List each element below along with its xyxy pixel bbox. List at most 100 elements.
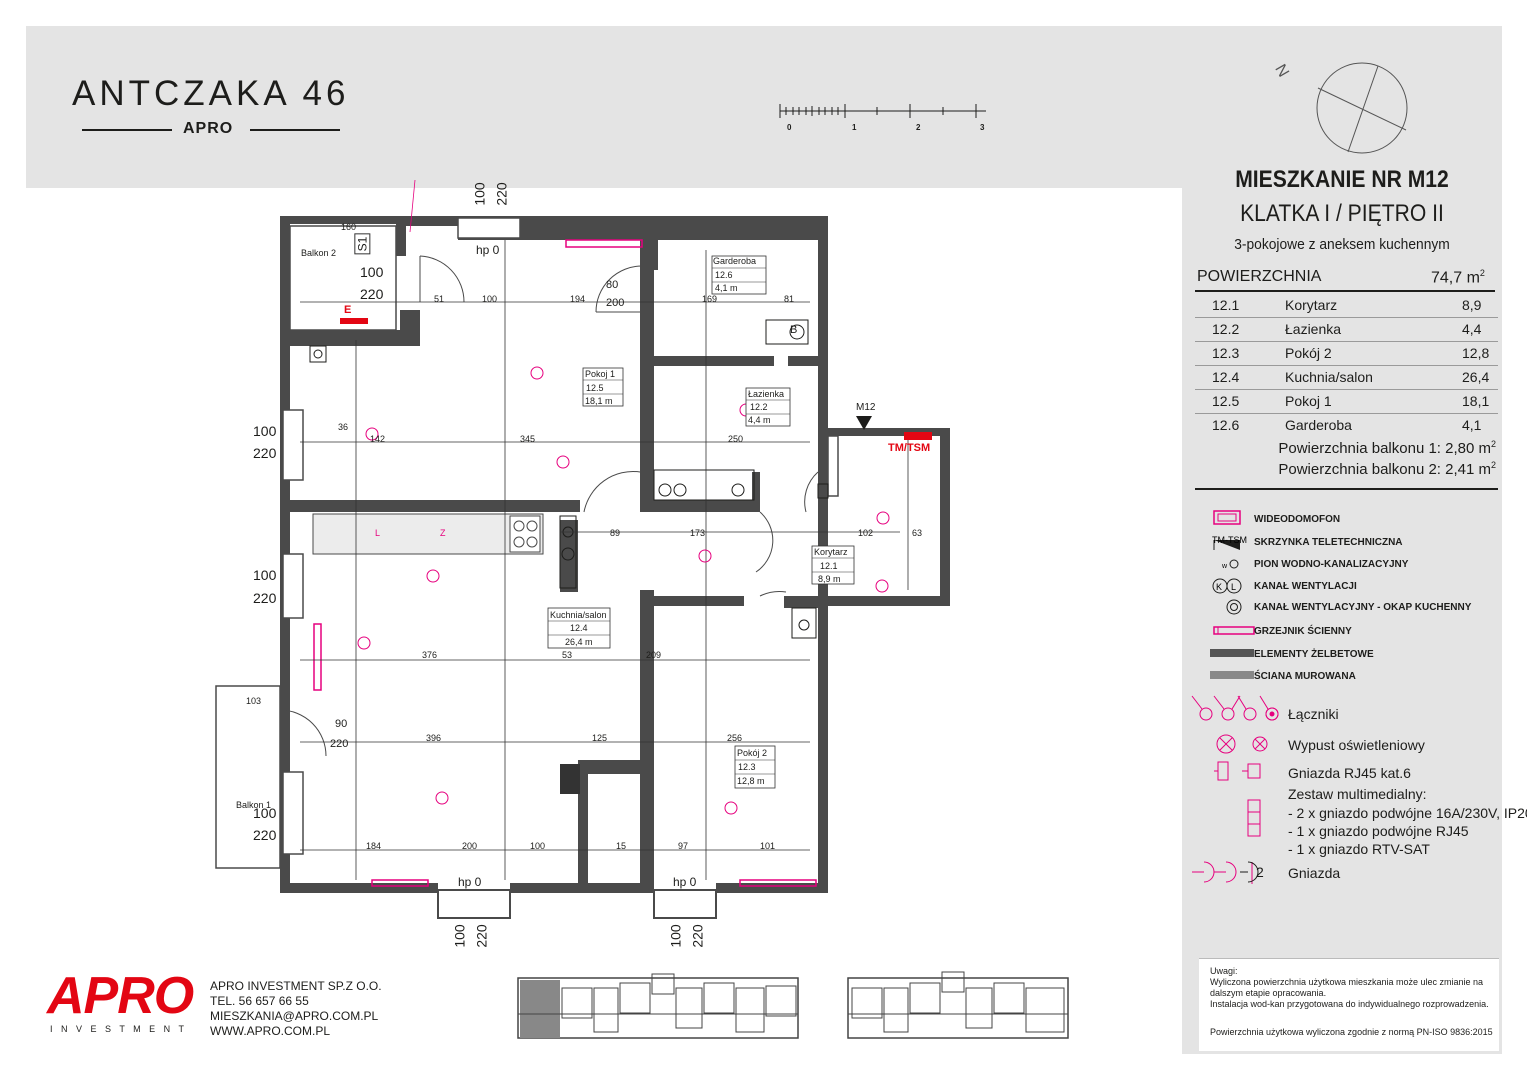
door-height: 100 bbox=[360, 264, 384, 280]
telecom-tag: TM-TSM bbox=[1212, 535, 1247, 545]
panel-divider bbox=[1195, 488, 1498, 490]
door-height: 100 bbox=[253, 423, 277, 439]
company-www: WWW.APRO.COM.PL bbox=[210, 1024, 330, 1038]
hp-label: hp 0 bbox=[673, 875, 697, 889]
dim-label: 15 bbox=[616, 841, 627, 851]
door-height: 220 bbox=[360, 286, 384, 302]
company-tel: TEL. 56 657 66 55 bbox=[210, 994, 309, 1008]
key-plan-left bbox=[517, 973, 799, 1039]
legend-label: WIDEODOMOFON bbox=[1254, 514, 1341, 525]
scale-label-3: 3 bbox=[980, 123, 985, 132]
unit-entry-marker bbox=[856, 416, 872, 430]
area-total-sup: 2 bbox=[1479, 268, 1485, 278]
dim-label: 200 bbox=[606, 297, 625, 309]
brand-rule-right bbox=[250, 129, 340, 131]
side-panel bbox=[1182, 188, 1502, 1054]
dim-label: 100 bbox=[482, 294, 498, 304]
door-swings bbox=[279, 255, 819, 757]
door-height: 100 bbox=[471, 182, 488, 206]
plan-room-area: 4,1 m bbox=[715, 283, 738, 293]
room-name: Łazienka bbox=[1285, 321, 1342, 337]
room-no: 12.5 bbox=[1212, 393, 1240, 409]
room-label-pokoj1 bbox=[582, 367, 624, 407]
hood-vent-icon bbox=[1226, 599, 1242, 615]
stair-tag: S1 bbox=[354, 233, 371, 255]
balcony-label: Balkon 1 bbox=[236, 800, 272, 810]
room-name: Kuchnia/salon bbox=[1285, 369, 1373, 385]
area-total: 74,7 m2 bbox=[1431, 268, 1485, 287]
room-area: 26,4 bbox=[1462, 369, 1490, 385]
room-area: 18,1 bbox=[1462, 393, 1490, 409]
brand-sub: APRO bbox=[183, 120, 234, 137]
scale-label-1: 1 bbox=[852, 123, 857, 132]
area-total-value: 74,7 m bbox=[1431, 269, 1480, 287]
plan-room-area: 4,4 m bbox=[748, 415, 771, 425]
room-label-kuchnia bbox=[547, 607, 611, 649]
legend-label: KANAŁ WENTYLACJI bbox=[1254, 581, 1357, 592]
plan-room-name: Garderoba bbox=[713, 256, 757, 266]
room-no: 12.1 bbox=[1212, 297, 1240, 313]
dim-label: 250 bbox=[728, 434, 744, 444]
door-height: 220 bbox=[253, 827, 277, 843]
plan-room-name: Pokoj 1 bbox=[585, 369, 616, 379]
plan-room-no: 12.3 bbox=[738, 762, 756, 772]
legend-light: Wypust oświetleniowy bbox=[1288, 737, 1425, 753]
scale-bar bbox=[779, 104, 986, 118]
room-label-lazienka bbox=[745, 387, 791, 427]
plan-room-no: 12.1 bbox=[820, 561, 838, 571]
company-logo: APRO bbox=[47, 967, 194, 1025]
room-label-garderoba bbox=[711, 255, 767, 295]
dim-label: 125 bbox=[592, 733, 608, 743]
notes-line: Instalacja wod-kan przygotowana do indyw… bbox=[1210, 999, 1489, 1009]
dim-label: 209 bbox=[646, 650, 662, 660]
dim-label: 103 bbox=[246, 696, 262, 706]
dim-label: 173 bbox=[690, 528, 706, 538]
door-height: 220 bbox=[493, 182, 510, 206]
dim-label: 100 bbox=[530, 841, 546, 851]
rc-element-icon bbox=[1210, 649, 1254, 657]
door-height: 100 bbox=[451, 924, 468, 948]
notes-line: dalszym etapie opracowania. bbox=[1210, 988, 1327, 998]
brand-rule-left bbox=[82, 129, 172, 131]
header-band bbox=[26, 26, 1502, 188]
dim-label: 184 bbox=[366, 841, 382, 851]
scale-label-2: 2 bbox=[916, 123, 921, 132]
notes-title: Uwagi: bbox=[1210, 966, 1238, 976]
dim-label: 396 bbox=[426, 733, 442, 743]
notes-footer: Powierzchnia użytkowa wyliczona zgodnie … bbox=[1210, 1027, 1493, 1037]
north-compass-icon: N bbox=[1271, 62, 1408, 154]
plan-room-area: 18,1 m bbox=[585, 396, 613, 406]
masonry-wall-icon bbox=[1210, 671, 1254, 679]
legend-multimedia-line: - 1 x gniazdo podwójne RJ45 bbox=[1288, 823, 1469, 839]
balcony-1 bbox=[215, 685, 281, 869]
scale-label-0: 0 bbox=[787, 123, 792, 132]
cooktop bbox=[509, 515, 541, 553]
dim-label: 80 bbox=[606, 279, 619, 291]
rc-column bbox=[560, 764, 580, 794]
plan-room-no: 12.6 bbox=[715, 270, 733, 280]
dim-label: 220 bbox=[330, 738, 349, 750]
dim-label: 200 bbox=[462, 841, 478, 851]
balcony1-area: Powierzchnia balkonu 1: 2,80 m2 bbox=[1182, 439, 1496, 457]
plan-room-area: 8,9 m bbox=[818, 574, 841, 584]
dimension-lines bbox=[300, 179, 909, 880]
legend-multimedia-title: Zestaw multimedialny: bbox=[1288, 786, 1427, 802]
room-no: 12.4 bbox=[1212, 369, 1240, 385]
dim-label: 376 bbox=[422, 650, 438, 660]
door-height: 220 bbox=[253, 590, 277, 606]
legend-socket-num: 2 bbox=[1256, 864, 1264, 880]
notes-box bbox=[1199, 958, 1499, 1051]
plan-room-name: Kuchnia/salon bbox=[550, 610, 607, 620]
room-no: 12.6 bbox=[1212, 417, 1240, 433]
dim-label: 90 bbox=[335, 718, 348, 730]
socket-icon bbox=[1192, 861, 1253, 884]
electrical-box-icon bbox=[340, 318, 368, 324]
room-no: 12.3 bbox=[1212, 345, 1240, 361]
radiator-icon bbox=[313, 239, 817, 887]
company-email: MIESZKANIA@APRO.COM.PL bbox=[210, 1009, 379, 1023]
plan-room-name: Pokój 2 bbox=[737, 748, 768, 758]
